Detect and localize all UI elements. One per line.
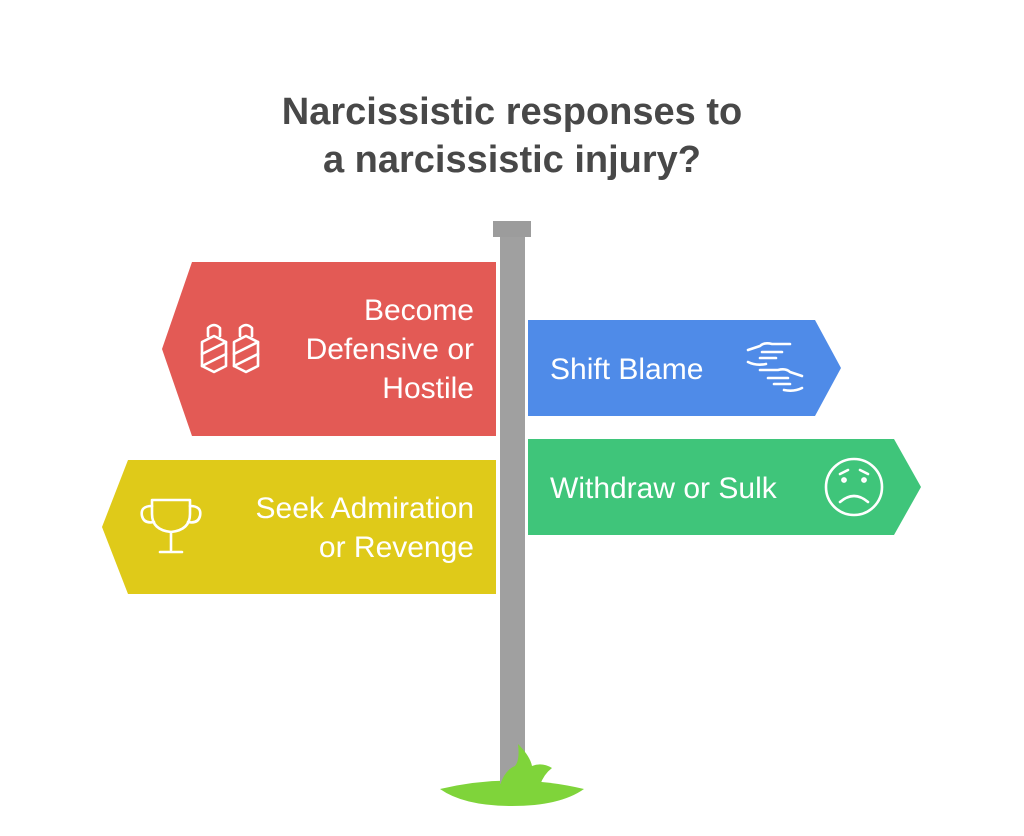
sign-shift-blame-label: Shift Blame xyxy=(550,353,703,386)
sign-defensive-label-1: Become xyxy=(364,294,474,327)
title-line-2: a narcissistic injury? xyxy=(322,139,702,181)
sign-defensive-hostile: Become Defensive or Hostile xyxy=(162,262,496,436)
pointing-hands-icon xyxy=(746,342,804,392)
sign-defensive-label-2: Defensive or xyxy=(306,333,474,366)
sign-withdraw-sulk-board xyxy=(528,439,921,535)
title-line-1: Narcissistic responses to xyxy=(281,91,743,133)
diagram-title: Narcissistic responses to a narcissistic… xyxy=(0,88,1024,184)
shields-icon xyxy=(200,323,260,374)
sad-face-icon xyxy=(824,457,884,517)
signpost-pole-cap xyxy=(493,221,531,237)
sign-shift-blame: Shift Blame xyxy=(528,320,841,416)
grass-mound xyxy=(440,780,584,806)
sign-admiration-label-1: Seek Admiration xyxy=(256,492,474,525)
grass-blades xyxy=(500,744,552,785)
sign-admiration-label-2: or Revenge xyxy=(319,531,474,564)
sign-withdraw-label: Withdraw or Sulk xyxy=(550,472,778,505)
sign-seek-admiration-board xyxy=(102,460,496,594)
sign-seek-admiration: Seek Admiration or Revenge xyxy=(102,460,496,594)
sign-defensive-hostile-board xyxy=(162,262,496,436)
sign-defensive-label-3: Hostile xyxy=(382,372,474,405)
trophy-icon xyxy=(140,498,202,554)
sign-withdraw-sulk: Withdraw or Sulk xyxy=(528,439,921,535)
signpost-pole xyxy=(500,232,525,784)
